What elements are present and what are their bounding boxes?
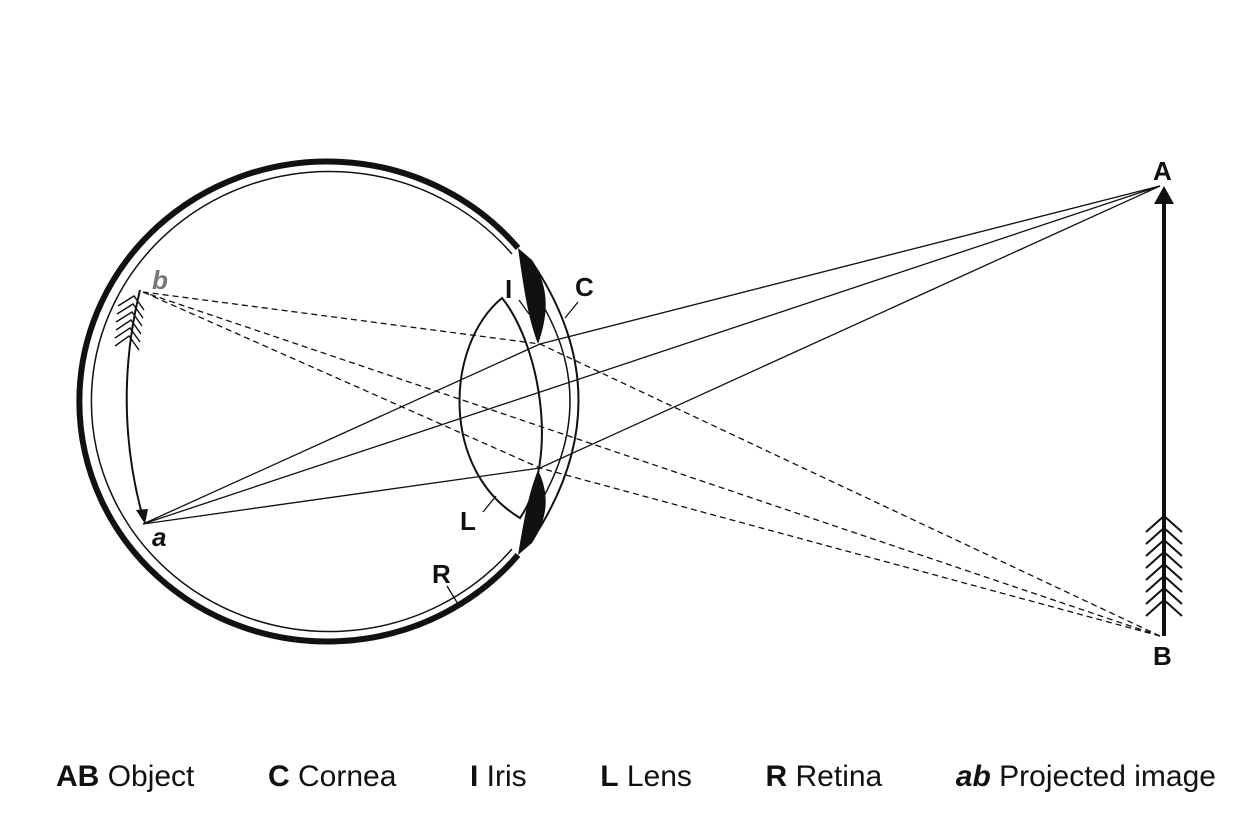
rays-from-B [142,291,1161,637]
legend-item-cornea: C Cornea [268,760,396,794]
label-a: a [152,522,166,552]
legend-text: Projected image [999,760,1216,793]
legend-key: AB [56,760,100,793]
object-arrowhead [1154,186,1174,204]
leader-retina [446,585,459,605]
image-arrowhead [136,509,148,524]
label-A: A [1153,156,1172,186]
legend-key: I [469,760,479,793]
ray-B-top [142,291,1161,637]
ray-B-center [142,291,1161,637]
label-C: C [575,272,594,302]
lens [458,296,543,520]
ray-B-bottom [142,291,1161,637]
iris-upper [518,248,546,344]
projected-image-arrow [114,289,148,524]
legend-item-object: AB Object [56,760,194,794]
legend-item-projected-image: ab Projected image [956,760,1216,794]
cornea-inner [527,281,571,523]
legend-key: C [267,760,290,793]
legend-item-iris: I Iris [470,760,527,794]
legend-key: R [765,760,788,793]
object-arrow [1145,186,1183,636]
label-b: b [152,265,168,295]
legend-text: Retina [795,760,883,793]
leader-lens [482,495,497,513]
leader-cornea [564,301,579,319]
label-L: L [460,506,476,536]
retina-layer [90,170,513,633]
legend-text: Object [107,760,195,793]
label-leaders [446,299,579,605]
iris-lower [518,470,546,555]
cornea [531,261,580,541]
leader-iris [518,299,530,315]
label-B: B [1153,641,1172,671]
label-R: R [432,559,451,589]
ray-A-center [142,185,1161,525]
rays-from-A [142,185,1161,525]
legend: AB Object C Cornea I Iris L Lens R Retin… [56,760,1216,794]
legend-key: L [600,760,619,793]
image-fletching [114,295,145,351]
legend-text: Iris [486,760,527,793]
eyeball-sclera [76,158,521,645]
object-fletching [1145,514,1183,617]
legend-text: Lens [626,760,692,793]
legend-key: ab [955,760,991,793]
legend-text: Cornea [297,760,397,793]
legend-item-lens: L Lens [600,760,692,794]
label-I: I [505,274,512,304]
legend-item-retina: R Retina [766,760,883,794]
image-shaft [125,289,144,519]
